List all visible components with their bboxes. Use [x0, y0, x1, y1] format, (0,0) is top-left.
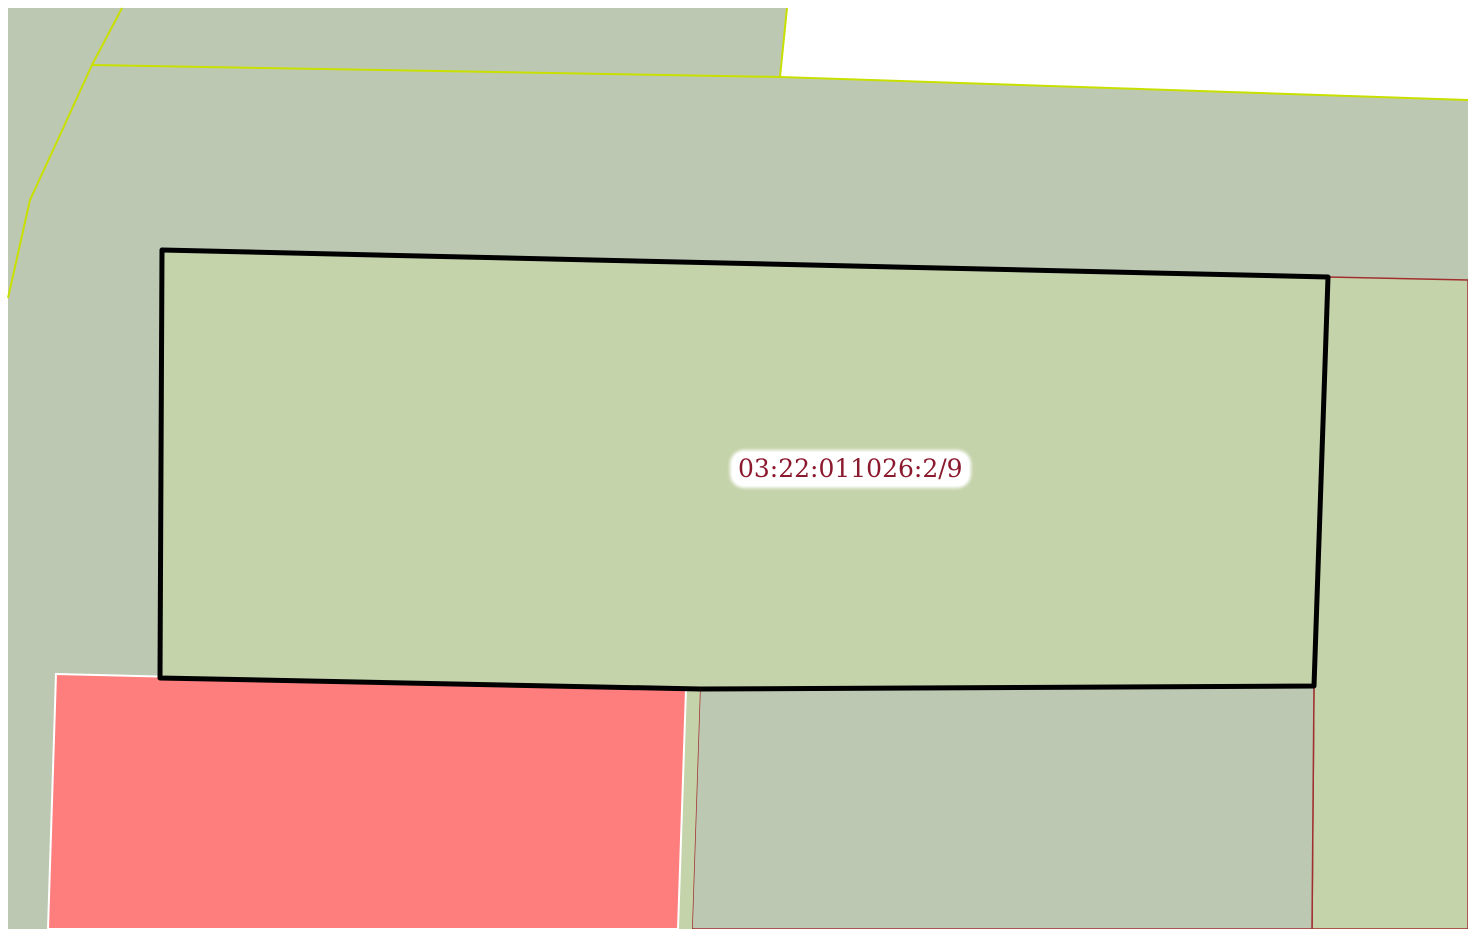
- parcel-cadastral-label: 03:22:011026:2/9: [732, 452, 969, 486]
- parcel-red[interactable]: [46, 672, 688, 929]
- parcel-strip: [678, 689, 700, 929]
- yellow-boundary-vertical: [779, 7, 788, 78]
- parcel-right[interactable]: [1311, 276, 1468, 929]
- parcel-bottom-middle[interactable]: [691, 685, 1315, 929]
- yellow-boundary-left: [7, 7, 123, 299]
